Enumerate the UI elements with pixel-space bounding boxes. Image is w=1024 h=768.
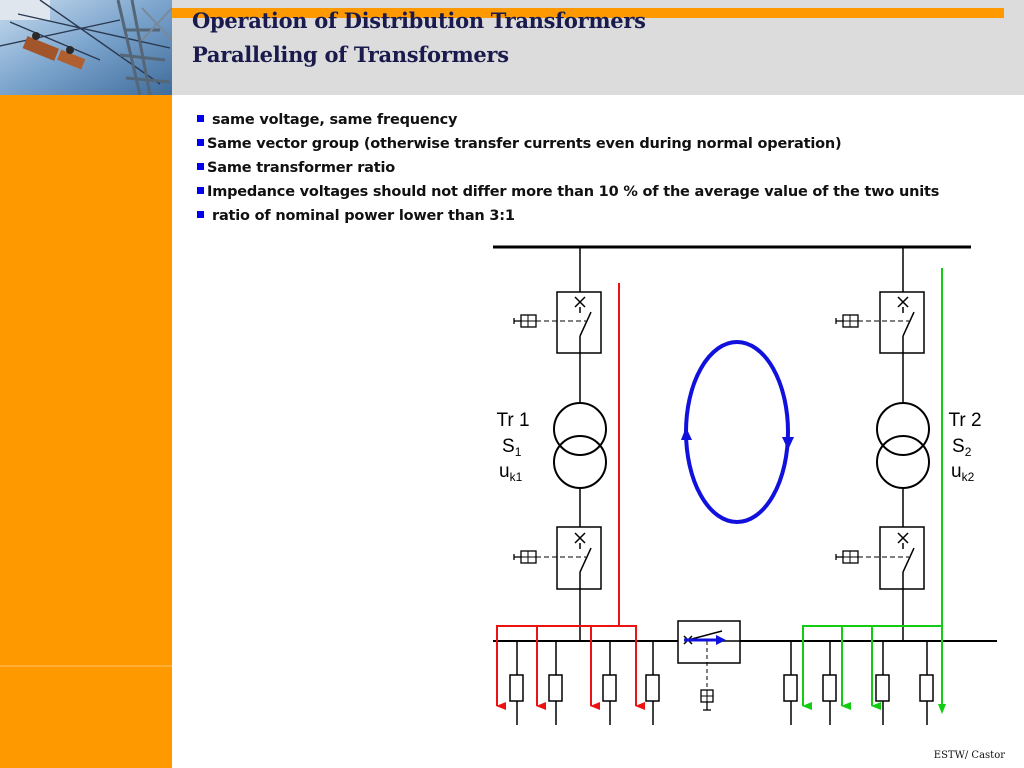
- tr2-impedance: uk2: [951, 461, 975, 484]
- list-item: Impedance voltages should not differ mor…: [197, 180, 939, 204]
- requirements-list: same voltage, same frequency Same vector…: [197, 108, 939, 228]
- tr2-lower-breaker: [879, 526, 925, 590]
- tr1-feeder: [513, 247, 607, 641]
- tr1-primary-winding: [553, 402, 607, 456]
- square-bullet-icon: [197, 211, 204, 218]
- slide-title: Operation of Distribution Transformers P…: [192, 4, 646, 72]
- tr2-label: Tr 2 S2 uk2: [948, 410, 981, 484]
- header-accent-bar: [172, 8, 1004, 18]
- tr2-name: Tr 2: [948, 410, 981, 431]
- arrow-down-icon: [782, 437, 794, 450]
- tr2-current-paths: [802, 268, 946, 714]
- bus-coupler: [677, 620, 741, 711]
- square-bullet-icon: [197, 163, 204, 170]
- list-item: same voltage, same frequency: [197, 108, 939, 132]
- tr1-label: Tr 1 S1 uk1: [496, 410, 529, 484]
- tr1-impedance: uk1: [499, 461, 523, 484]
- tr2-secondary-winding: [876, 435, 930, 489]
- left-accent-band: [0, 0, 172, 768]
- list-item: ratio of nominal power lower than 3:1: [197, 204, 939, 228]
- arrow-up-icon: [681, 427, 692, 440]
- square-bullet-icon: [197, 187, 204, 194]
- tr1-secondary-winding: [553, 435, 607, 489]
- footer-credit: ESTW/ Castor: [933, 750, 1005, 761]
- tr1-current-paths: [496, 283, 645, 710]
- list-item: Same transformer ratio: [197, 156, 939, 180]
- tr2-feeder: [835, 247, 930, 641]
- tr1-name: Tr 1: [496, 410, 529, 431]
- square-bullet-icon: [197, 139, 204, 146]
- tr2-primary-winding: [876, 402, 930, 456]
- title-line-1: Operation of Distribution Transformers: [192, 8, 646, 33]
- title-line-2: Paralleling of Transformers: [192, 42, 509, 67]
- arrow-right-icon: [716, 635, 726, 645]
- square-bullet-icon: [197, 115, 204, 122]
- tr2-power: S2: [952, 436, 972, 459]
- list-item: Same vector group (otherwise transfer cu…: [197, 132, 939, 156]
- outgoing-feeders: [509, 641, 934, 725]
- header-photo: [0, 0, 172, 95]
- tr1-power: S1: [502, 436, 522, 459]
- circulating-current-loop: [681, 340, 794, 524]
